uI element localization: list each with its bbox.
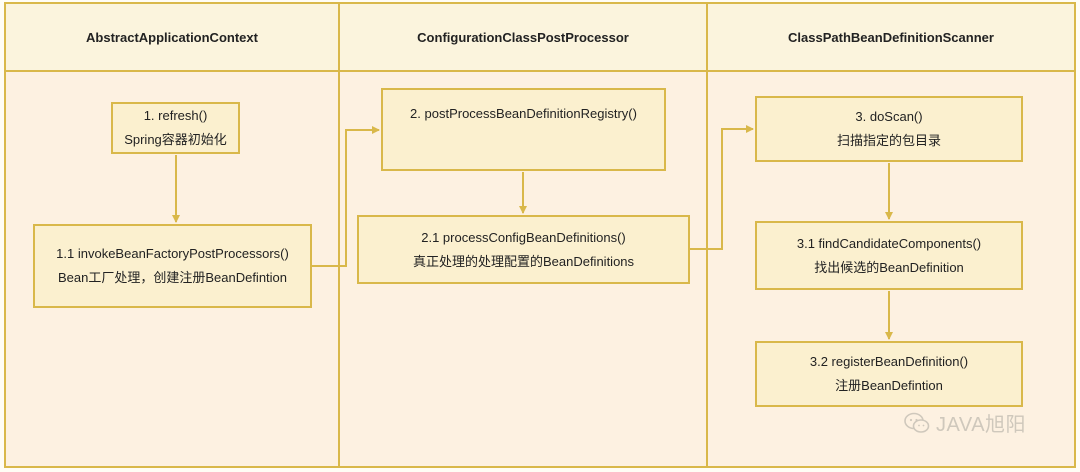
lane-title: ClassPathBeanDefinitionScanner — [708, 4, 1074, 72]
box-find-candidate-components: 3.1 findCandidateComponents() 找出候选的BeanD… — [755, 221, 1023, 290]
box-process-config-bean-definitions: 2.1 processConfigBeanDefinitions() 真正处理的… — [357, 215, 690, 284]
wechat-icon — [904, 412, 930, 433]
box-line: 3. doScan() — [855, 109, 923, 124]
watermark: JAVA旭阳 — [904, 408, 1026, 437]
lane-title: ConfigurationClassPostProcessor — [340, 4, 706, 72]
box-line: 1. refresh() — [143, 108, 208, 123]
box-line: 找出候选的BeanDefinition — [814, 259, 964, 275]
lane-title: AbstractApplicationContext — [6, 4, 338, 72]
box-line: 3.1 findCandidateComponents() — [796, 235, 982, 251]
box-line: Bean工厂处理，创建注册BeanDefintion — [57, 270, 288, 285]
arrow-invoke-to-post-process — [312, 126, 380, 267]
box-line: 3.2 registerBeanDefinition() — [809, 354, 969, 369]
box-line: 2.1 processConfigBeanDefinitions() — [421, 229, 626, 245]
box-line: 2. postProcessBeanDefinitionRegistry() — [410, 106, 637, 121]
box-line: 注册BeanDefintion — [835, 378, 943, 393]
box-do-scan: 3. doScan() 扫描指定的包目录 — [755, 96, 1023, 162]
box-line: 1.1 invokeBeanFactoryPostProcessors() — [56, 246, 289, 261]
watermark-text: JAVA旭阳 — [936, 414, 1027, 436]
arrow-process-config-to-do-scan — [690, 125, 754, 250]
box-refresh: 1. refresh() Spring容器初始化 — [111, 102, 240, 154]
box-line: 真正处理的处理配置的BeanDefinitions — [412, 253, 635, 269]
box-register-bean-definition: 3.2 registerBeanDefinition() 注册BeanDefin… — [755, 341, 1023, 407]
box-invoke-bean-factory-post-processors: 1.1 invokeBeanFactoryPostProcessors() Be… — [33, 224, 312, 308]
box-post-process-bean-definition-registry: 2. postProcessBeanDefinitionRegistry() — [381, 88, 666, 171]
box-line: Spring容器初始化 — [124, 132, 227, 147]
box-line: 扫描指定的包目录 — [836, 133, 941, 148]
